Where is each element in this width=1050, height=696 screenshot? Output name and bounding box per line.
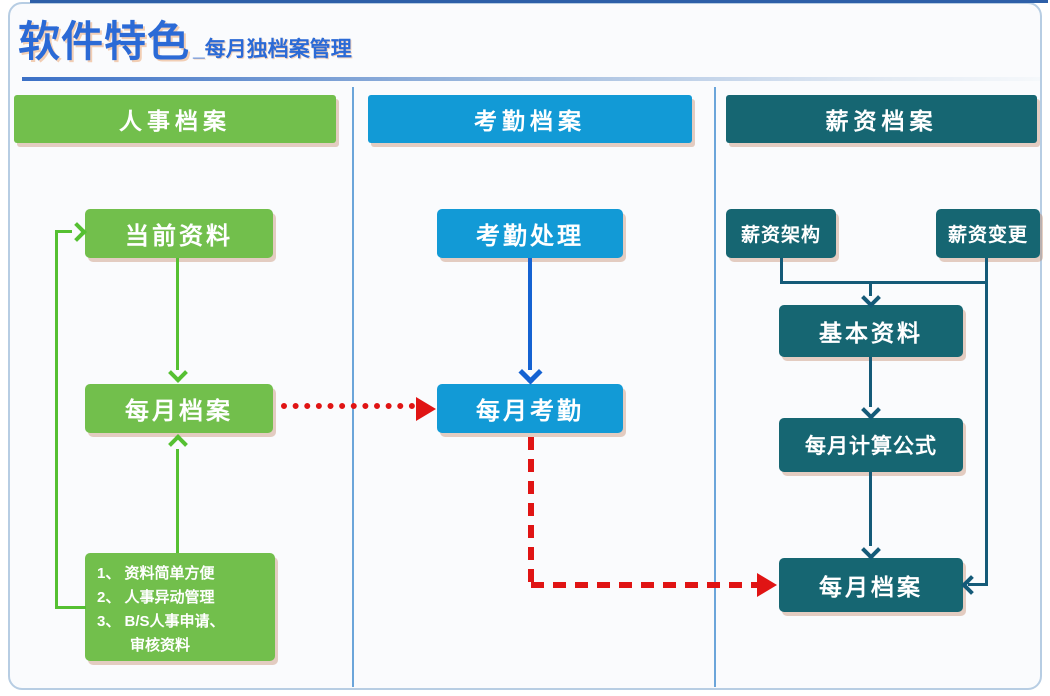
current-data-box: 当前资料: [85, 209, 273, 258]
column-divider-right: [714, 87, 716, 687]
personnel-feature-list-box: 1、 资料简单方便 2、 人事异动管理 3、 B/S人事申请、 审核资料: [85, 553, 275, 661]
basic-data-box: 基本资料: [779, 305, 963, 357]
salary-change-box: 薪资变更: [936, 209, 1040, 258]
monthly-formula-box: 每月计算公式: [779, 418, 963, 472]
feature-line-4: 审核资料: [130, 637, 191, 654]
red-dashed-line-horizontal: [531, 582, 757, 588]
attendance-process-box: 考勤处理: [437, 209, 623, 258]
monthly-attendance-box: 每月考勤: [437, 384, 623, 433]
title-row: 软件特色 _每月独档案管理: [18, 8, 352, 69]
connector-structure-down: [780, 258, 783, 284]
salary-monthly-archive-box: 每月档案: [779, 558, 963, 612]
feature-line-2: 2、 人事异动管理: [97, 589, 215, 606]
page-title: 软件特色: [18, 18, 191, 65]
column-divider-left: [352, 87, 354, 687]
red-dashed-line-vertical: [528, 437, 534, 583]
connector-formula-to-archive: [869, 472, 872, 546]
connector-merge-horizontal: [780, 281, 988, 284]
connector-merge-to-basic: [869, 284, 872, 296]
connector-basic-to-formula: [869, 357, 872, 407]
loop-line-bottom: [55, 606, 86, 609]
connector-change-down-long: [985, 258, 988, 585]
connector-change-to-archive-stub: [968, 583, 988, 586]
loop-line-vertical: [55, 230, 58, 609]
page-subtitle: _每月独档案管理: [193, 38, 352, 61]
feature-line-3: 3、 B/S人事申请、: [97, 613, 225, 630]
feature-line-1: 1、 资料简单方便: [97, 565, 215, 582]
connector-current-to-monthly: [176, 258, 179, 370]
connector-process-to-monthly-attendance: [528, 258, 532, 370]
salary-column-header: 薪资档案: [726, 95, 1037, 143]
connector-features-to-monthly: [176, 449, 179, 553]
personnel-monthly-archive-box: 每月档案: [85, 384, 273, 433]
title-underline: [22, 77, 1040, 81]
red-arrowhead-icon: [416, 397, 436, 421]
personnel-column-header: 人事档案: [14, 95, 336, 143]
top-accent-line: [30, 0, 1048, 3]
red-arrowhead-icon: [757, 573, 777, 597]
red-dotted-line-personnel-to-attendance: [281, 403, 415, 409]
salary-structure-box: 薪资架构: [726, 209, 836, 258]
loop-line-top: [55, 230, 72, 233]
attendance-column-header: 考勤档案: [368, 95, 692, 143]
